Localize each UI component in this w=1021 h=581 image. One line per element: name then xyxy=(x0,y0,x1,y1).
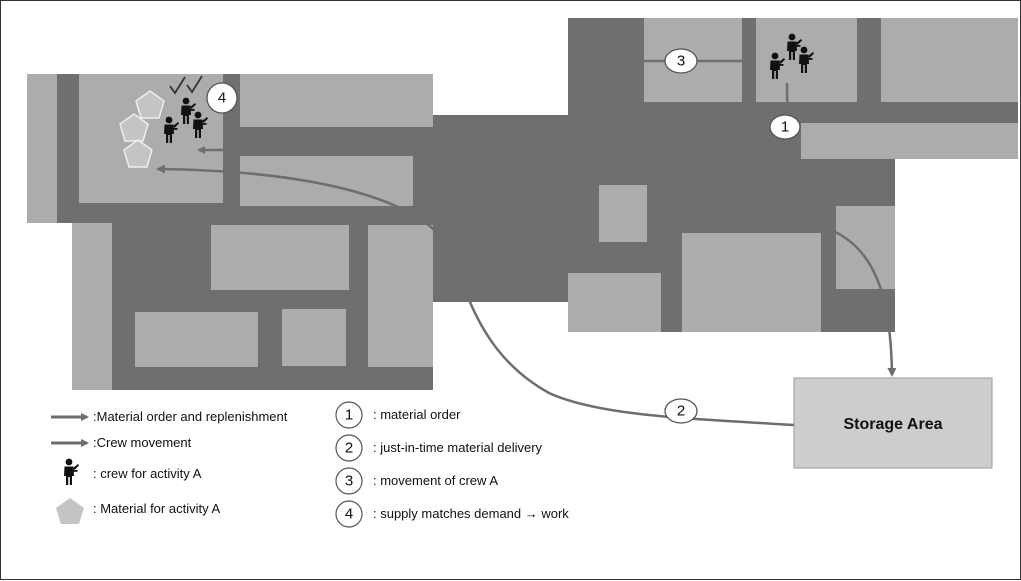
marker-1-label: 1 xyxy=(781,119,789,136)
marker-4: 4 xyxy=(206,82,238,114)
legend-step-3-num: 3 xyxy=(345,473,353,490)
pentagon-icon xyxy=(135,90,165,119)
marker-3-label: 3 xyxy=(677,53,685,70)
legend-step-2-num: 2 xyxy=(345,440,353,457)
legend-step-4-label: : supply matches demand → work xyxy=(373,506,569,521)
legend-step-3-label: : movement of crew A xyxy=(373,473,498,488)
crew-group-at-work xyxy=(164,75,208,143)
crew-person-icon xyxy=(64,458,79,485)
storage-area-label: Storage Area xyxy=(844,416,943,433)
checkmark-icon xyxy=(186,75,203,94)
legend-crew-movement-label: :Crew movement xyxy=(93,435,192,450)
north-east-building xyxy=(568,18,1018,159)
legend-step-1-num: 1 xyxy=(345,407,353,424)
material-stack xyxy=(119,90,165,168)
legend-symbols: :Material order and replenishment :Crew … xyxy=(51,409,288,524)
pentagon-icon xyxy=(56,498,84,524)
legend-step-2-label: : just-in-time material delivery xyxy=(373,440,543,455)
marker-4-label: 4 xyxy=(218,90,226,107)
legend-step-1-label: : material order xyxy=(373,407,461,422)
legend-crew-label: : crew for activity A xyxy=(93,466,202,481)
material-order-arrow xyxy=(785,82,897,377)
marker-2: 2 xyxy=(664,398,698,424)
pentagon-icon xyxy=(119,113,149,142)
east-building xyxy=(568,159,895,332)
legend-material-order-label: :Material order and replenishment xyxy=(93,409,288,424)
legend-steps: 1 : material order 2 : just-in-time mate… xyxy=(335,401,569,528)
marker-3: 3 xyxy=(664,48,698,74)
legend-material-label: : Material for activity A xyxy=(93,501,220,516)
marker-1: 1 xyxy=(769,114,801,140)
checkmark-icon xyxy=(169,76,186,95)
storage-area: Storage Area xyxy=(793,377,993,469)
south-building xyxy=(72,223,433,390)
marker-2-label: 2 xyxy=(677,403,685,420)
pentagon-icon xyxy=(123,139,153,168)
connector-block xyxy=(433,115,569,302)
legend-step-4-num: 4 xyxy=(345,506,353,523)
material-delivery-arrow xyxy=(156,164,795,427)
